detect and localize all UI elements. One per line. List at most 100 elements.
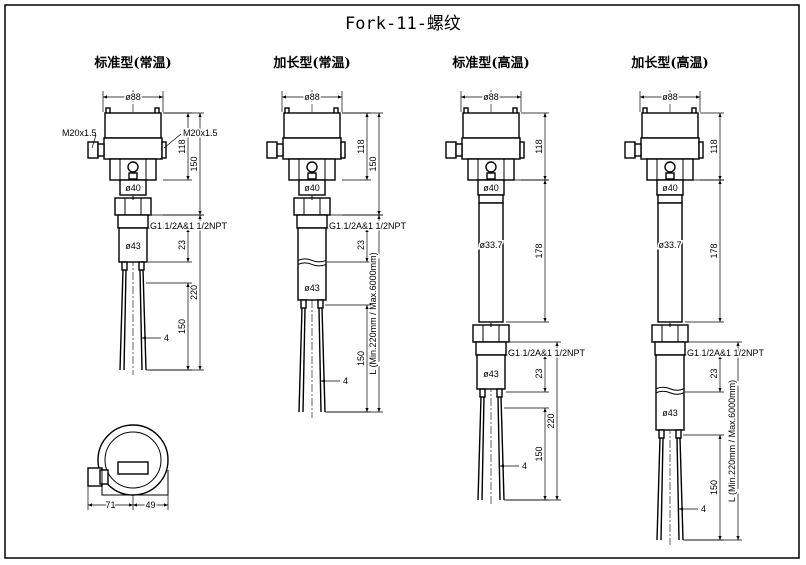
- gland-label: M20x1.5: [183, 128, 218, 138]
- dimension-arrow: [186, 366, 190, 370]
- cable-gland-nut: [455, 143, 463, 157]
- cable-gland-nut: [634, 143, 642, 157]
- fork-tine: [500, 396, 505, 501]
- cable-gland-plug: [519, 141, 525, 159]
- dimension-arrow: [543, 180, 547, 184]
- drawing-title: Fork-11-螺纹: [345, 14, 461, 34]
- housing-band: [282, 137, 342, 160]
- dimension-label: 23: [177, 240, 187, 250]
- tine-root: [300, 299, 307, 309]
- dimension-label: L (Min.220mm / Max.6000mm): [727, 380, 737, 502]
- dimension-label: ø43: [304, 283, 320, 293]
- fork-tine: [139, 269, 143, 371]
- probe-body: [476, 354, 506, 390]
- dimension-arrow: [159, 95, 163, 99]
- view-heading: 加长型(高温): [630, 55, 708, 71]
- dimension-arrow: [282, 95, 286, 99]
- dimension-label: 118: [534, 139, 544, 153]
- screw-block: [128, 172, 138, 180]
- dimension-arrow: [718, 176, 722, 180]
- hex-nut: [651, 324, 689, 343]
- dimension-arrow: [198, 215, 202, 219]
- dimension-arrow: [377, 215, 381, 219]
- ground-screw: [306, 161, 318, 173]
- housing-lid: [283, 112, 341, 139]
- dimension-arrow: [718, 318, 722, 322]
- dimension-arrow: [103, 95, 107, 99]
- dimension-label: ø43: [662, 408, 678, 418]
- fork-tine: [302, 307, 306, 413]
- dimension-arrow: [736, 536, 740, 540]
- tine-root: [479, 388, 486, 398]
- dimension-label: 150: [368, 156, 378, 171]
- housing-band: [461, 137, 521, 160]
- dimension-label: ø88: [662, 92, 678, 102]
- dimension-label: 150: [709, 480, 719, 495]
- cable-gland-nut: [97, 143, 105, 157]
- dimension-arrow: [461, 95, 465, 99]
- dimension-label: ø40: [304, 183, 320, 193]
- tine-root: [496, 388, 503, 398]
- dimension-arrow: [365, 408, 369, 412]
- dimension-arrow: [164, 503, 168, 507]
- dimension-arrow: [186, 283, 190, 287]
- dimension-label: 49: [145, 500, 155, 510]
- fork-tine: [656, 437, 661, 541]
- ground-screw: [127, 161, 139, 173]
- fork-tine: [481, 396, 485, 501]
- leader-line: [91, 134, 97, 149]
- fork-tine: [679, 437, 684, 541]
- dimension-arrow: [365, 176, 369, 180]
- fork-tine: [119, 269, 124, 371]
- dimension-arrow: [186, 258, 190, 262]
- dimension-arrow: [500, 464, 504, 468]
- leader-line: [163, 133, 182, 149]
- drawing-frame: [4, 4, 800, 559]
- dimension-arrow: [377, 113, 381, 117]
- fork-tine: [497, 396, 501, 501]
- cable-gland-plug: [161, 141, 167, 159]
- dimension-label: G1 1/2A&1 1/2NPT: [329, 221, 407, 231]
- dimension-arrow: [377, 211, 381, 215]
- dimension-arrow: [543, 496, 547, 500]
- dimension-label: ø43: [125, 241, 141, 251]
- dimension-arrow: [377, 408, 381, 412]
- dimension-arrow: [543, 388, 547, 392]
- housing-band: [640, 137, 700, 160]
- dimension-label: 150: [177, 319, 187, 334]
- neck: [119, 179, 147, 196]
- dimension-label: 178: [534, 243, 544, 258]
- process-thread: [296, 214, 328, 229]
- dimension-label: G1 1/2A&1 1/2NPT: [687, 348, 765, 358]
- dimension-arrow: [142, 336, 146, 340]
- dimension-label: 150: [356, 351, 366, 366]
- fork-tine: [142, 269, 147, 371]
- dimension-arrow: [543, 176, 547, 180]
- cable-gland-nut: [99, 469, 109, 485]
- dimension-arrow: [338, 95, 342, 99]
- fork-tine: [298, 307, 303, 413]
- dimension-label: ø88: [483, 92, 499, 102]
- dimension-arrow: [198, 366, 202, 370]
- dimension-label: 4: [164, 333, 169, 343]
- tine-root: [138, 261, 145, 271]
- cable-gland-nut: [276, 143, 284, 157]
- dimension-arrow: [133, 503, 137, 507]
- dimension-label: G1 1/2A&1 1/2NPT: [508, 348, 586, 358]
- housing-lid: [462, 112, 520, 139]
- dimension-label: 150: [189, 156, 199, 171]
- dimension-arrow: [736, 342, 740, 346]
- dimension-arrow: [718, 180, 722, 184]
- dimension-label: 23: [356, 240, 366, 250]
- dimension-arrow: [543, 355, 547, 359]
- dimension-arrow: [129, 503, 133, 507]
- screw-block: [486, 172, 496, 180]
- dimension-arrow: [696, 95, 700, 99]
- cable-gland: [445, 141, 457, 159]
- ground-screw: [664, 161, 676, 173]
- dimension-label: 71: [105, 500, 115, 510]
- fork-tine: [676, 437, 680, 541]
- dimension-label: L (Min.220mm / Max.6000mm): [368, 252, 378, 374]
- dimension-arrow: [543, 113, 547, 117]
- dimension-label: ø33.7: [479, 240, 502, 250]
